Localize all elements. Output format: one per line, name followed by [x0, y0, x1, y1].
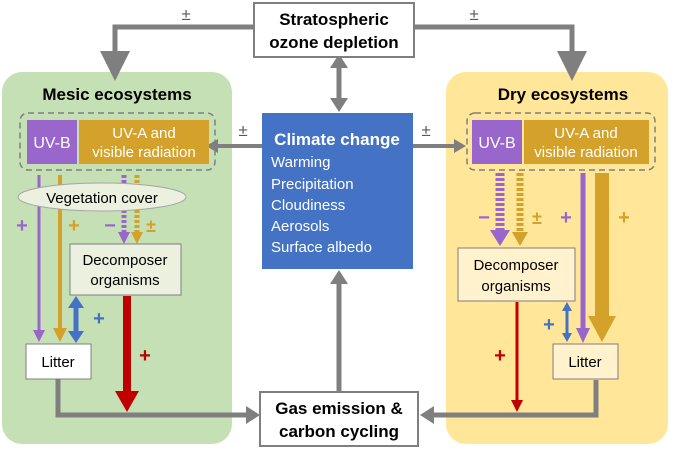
dry-decomposer-box	[457, 247, 576, 302]
ozone-label-line2: ozone depletion	[269, 33, 398, 52]
dry-sign-uva-litter: +	[618, 207, 630, 229]
climate-item-aerosols: Aerosols	[271, 218, 329, 235]
dry-decomposer-to-gas-arrow-head	[511, 400, 523, 412]
vegetation-cover-ellipse	[17, 182, 187, 212]
mesic-title: Mesic ecosystems	[42, 85, 191, 104]
mesic-uva-box	[79, 120, 209, 164]
dry-sign-uvb-litter: +	[560, 207, 572, 229]
climate-item-albedo: Surface albedo	[271, 239, 372, 256]
vegetation-cover-label: Vegetation cover	[46, 190, 158, 207]
dry-uva-to-decomposer-arrow-head	[512, 232, 528, 246]
gas-box	[259, 391, 419, 447]
dry-uvb-label: UV-B	[478, 135, 515, 152]
mesic-radiation-group	[19, 112, 216, 171]
dry-uva-to-litter-arrow-head	[588, 316, 616, 342]
mesic-sign-decomposer-gas: +	[139, 345, 151, 367]
mesic-uva-label-line2: visible radiation	[92, 144, 195, 161]
dry-radiation-group	[466, 112, 656, 171]
climate-to-dry-arrow-head	[454, 139, 466, 153]
mesic-decomposer-label-line1: Decomposer	[82, 252, 167, 269]
climate-box	[262, 113, 413, 269]
mesic-litter-box	[25, 343, 92, 380]
dry-decomposer-litter-link-top-head	[562, 302, 572, 311]
dry-uva-box	[524, 120, 649, 164]
dry-sign-decomposer-gas: +	[494, 345, 506, 367]
dry-decomposer-label-line1: Decomposer	[473, 257, 558, 274]
ozone-climate-link-bottom-head	[330, 98, 348, 112]
dry-sign-uva-decomposer: ±	[532, 208, 542, 228]
mesic-decomposer-box	[69, 243, 182, 296]
mesic-decomposer-litter-link-bottom-head	[68, 331, 84, 343]
sign-climate-dry: ±	[421, 121, 430, 140]
mesic-sign-uva-decomposer: ±	[146, 216, 156, 236]
dry-litter-to-gas-arrow	[432, 380, 599, 418]
climate-item-precipitation: Precipitation	[271, 176, 354, 193]
sign-climate-mesic: ±	[238, 121, 247, 140]
dry-sign-decomposer-litter: +	[543, 314, 555, 336]
sign-ozone-dry: ±	[469, 5, 478, 24]
ozone-to-dry-arrow	[413, 24, 587, 81]
mesic-uva-to-litter-arrow-head	[53, 328, 67, 342]
gas-to-climate-arrow-head	[330, 270, 348, 284]
mesic-sign-uva-litter: +	[68, 215, 80, 237]
dry-uva-label-line2: visible radiation	[534, 144, 637, 161]
dry-decomposer-litter-link-bottom-head	[562, 333, 572, 342]
dry-litter-to-gas-arrow-head	[420, 406, 434, 424]
mesic-decomposer-label-line2: organisms	[90, 272, 159, 289]
mesic-decomposer-litter-link-top-head	[68, 296, 84, 308]
mesic-sign-uvb-decomposer: −	[104, 215, 116, 237]
mesic-uvb-to-litter-arrow-head	[33, 330, 45, 342]
climate-item-cloudiness: Cloudiness	[271, 197, 345, 214]
ozone-to-mesic-arrow	[100, 24, 253, 81]
mesic-uvb-label: UV-B	[33, 135, 70, 152]
sign-ozone-mesic: ±	[181, 5, 190, 24]
mesic-litter-to-gas-arrow	[55, 378, 248, 418]
mesic-uvb-to-decomposer-arrow-head	[118, 232, 130, 244]
mesic-sign-decomposer-litter: +	[93, 308, 105, 330]
mesic-uva-to-decomposer-arrow-head	[131, 232, 143, 244]
dry-decomposer-label-line2: organisms	[481, 278, 550, 295]
dry-sign-uvb-decomposer: −	[478, 207, 490, 229]
dry-uvb-to-decomposer-arrow-head	[490, 230, 510, 246]
ozone-label-line1: Stratospheric	[279, 10, 389, 29]
climate-item-warming: Warming	[271, 154, 330, 171]
gas-label-line1: Gas emission &	[275, 399, 403, 418]
dry-uvb-to-litter-arrow-head	[576, 328, 590, 343]
dry-litter-box	[552, 343, 619, 380]
dry-litter-label: Litter	[568, 354, 601, 371]
ozone-box	[253, 2, 415, 58]
climate-title: Climate change	[274, 130, 400, 149]
gas-label-line2: carbon cycling	[279, 422, 399, 441]
dry-uvb-box	[472, 120, 522, 164]
mesic-decomposer-to-gas-arrow-head	[115, 391, 139, 412]
mesic-litter-label: Litter	[41, 354, 74, 371]
dry-title: Dry ecosystems	[498, 85, 628, 104]
mesic-uvb-box	[27, 120, 77, 164]
dry-uva-label-line1: UV-A and	[554, 125, 617, 142]
ozone-climate-link-top-head	[330, 54, 348, 68]
mesic-uva-label-line1: UV-A and	[112, 125, 175, 142]
mesic-sign-uvb-litter: +	[16, 215, 28, 237]
mesic-litter-to-gas-arrow-head	[246, 406, 260, 424]
